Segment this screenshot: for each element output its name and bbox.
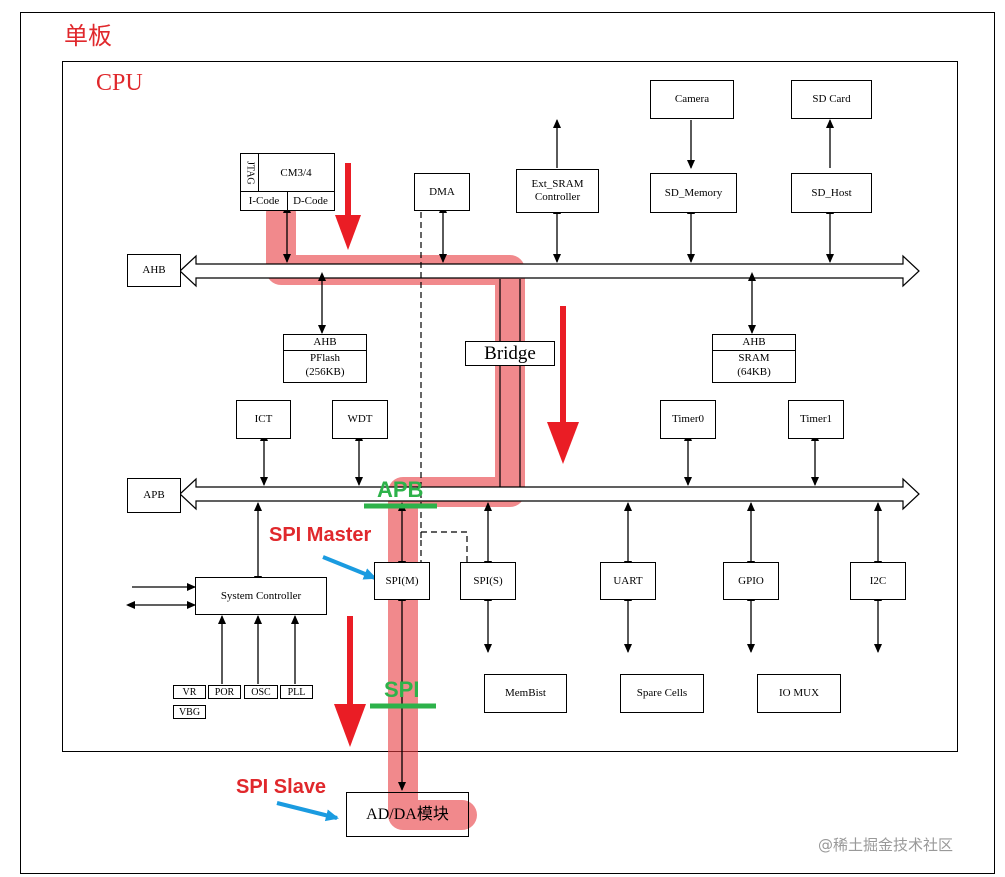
osc-block: OSC bbox=[244, 685, 278, 699]
spare-cells-block: Spare Cells bbox=[620, 674, 704, 713]
ahb-bus-label: AHB bbox=[127, 254, 181, 287]
watermark: @稀土掘金技术社区 bbox=[818, 836, 954, 854]
membist-block: MemBist bbox=[484, 674, 567, 713]
ict-block: ICT bbox=[236, 400, 291, 439]
pll-block: PLL bbox=[280, 685, 313, 699]
data-path-highlight bbox=[266, 198, 525, 830]
spi-slave-annotation: SPI Slave bbox=[236, 776, 327, 798]
board-frame bbox=[20, 12, 995, 874]
cpu-frame bbox=[62, 61, 958, 752]
dcode-label: D-Code bbox=[293, 194, 328, 207]
apb-bus-label: APB bbox=[127, 478, 181, 513]
bridge-rails bbox=[499, 279, 521, 487]
sram-bus-label: AHB bbox=[713, 335, 795, 351]
sd-card-block: SD Card bbox=[791, 80, 872, 119]
board-label: 单板 bbox=[64, 24, 112, 50]
vbg-block: VBG bbox=[173, 705, 206, 719]
pflash-block: AHB PFlash (256KB) bbox=[283, 334, 367, 383]
io-mux-block: IO MUX bbox=[757, 674, 841, 713]
red-flow-arrow-1 bbox=[335, 163, 361, 250]
ahb-bus bbox=[179, 254, 920, 288]
timer1-block: Timer1 bbox=[788, 400, 844, 439]
cm-core-block: JTAG CM3/4 I-Code D-Code bbox=[240, 153, 335, 211]
camera-block: Camera bbox=[650, 80, 734, 119]
sd-host-block: SD_Host bbox=[791, 173, 872, 213]
red-flow-arrow-3 bbox=[334, 616, 366, 747]
wdt-block: WDT bbox=[332, 400, 388, 439]
spi-slave-pointer bbox=[276, 801, 339, 822]
apb-annotation: APB bbox=[377, 477, 424, 502]
icode-label: I-Code bbox=[248, 194, 280, 207]
sram-label: SRAM (64KB) bbox=[737, 352, 771, 378]
ext-sram-controller-block: Ext_SRAM Controller bbox=[516, 169, 599, 213]
jtag-cell: JTAG bbox=[241, 154, 259, 192]
spi-slave-block: SPI(S) bbox=[460, 562, 516, 600]
spi-annotation: SPI bbox=[384, 677, 420, 702]
adda-module-block: AD/DA模块 bbox=[346, 792, 469, 837]
system-controller-block: System Controller bbox=[195, 577, 327, 615]
pflash-label: PFlash (256KB) bbox=[305, 352, 345, 378]
connector-arrows bbox=[126, 119, 882, 791]
sram-block: AHB SRAM (64KB) bbox=[712, 334, 796, 383]
cm-core-cell: CM3/4 bbox=[258, 154, 334, 192]
spi-master-block: SPI(M) bbox=[374, 562, 430, 600]
uart-block: UART bbox=[600, 562, 656, 600]
icode-cell: I-Code bbox=[241, 191, 288, 210]
jtag-label: JTAG bbox=[244, 160, 256, 185]
red-flow-arrow-2 bbox=[547, 306, 579, 464]
vr-block: VR bbox=[173, 685, 206, 699]
spi-master-pointer bbox=[322, 555, 377, 580]
timer0-block: Timer0 bbox=[660, 400, 716, 439]
pflash-bus-label: AHB bbox=[284, 335, 366, 351]
dcode-cell: D-Code bbox=[287, 191, 334, 210]
por-block: POR bbox=[208, 685, 241, 699]
cpu-label: CPU bbox=[96, 70, 143, 96]
dma-dashed-line bbox=[420, 212, 468, 563]
dma-block: DMA bbox=[414, 173, 470, 211]
bridge-block: Bridge bbox=[465, 341, 555, 366]
spi-master-annotation: SPI Master bbox=[269, 524, 372, 546]
apb-bus bbox=[179, 477, 920, 511]
cm-core-label: CM3/4 bbox=[280, 166, 312, 179]
sd-memory-block: SD_Memory bbox=[650, 173, 737, 213]
i2c-block: I2C bbox=[850, 562, 906, 600]
gpio-block: GPIO bbox=[723, 562, 779, 600]
